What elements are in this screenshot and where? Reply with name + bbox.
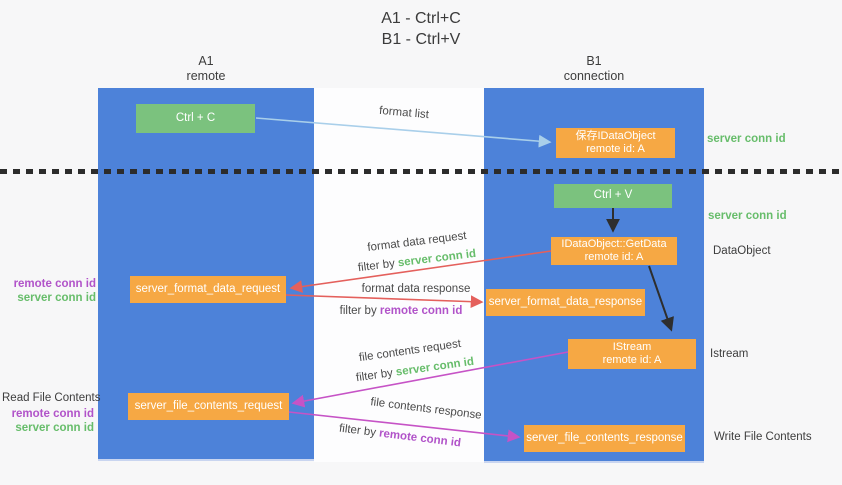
label-bottom-server-conn-id: server conn id [15,421,94,434]
session-divider-dotted-line [0,169,842,174]
node-istream: IStream remote id: A [568,339,696,369]
node-server-file-contents-response-label: server_file_contents_response [526,431,683,444]
title-line-2: B1 - Ctrl+V [381,31,461,48]
node-istream-line2: remote id: A [602,354,662,366]
edge-label-format-data-response-filter: filter by remote conn id [340,305,463,317]
node-istream-line1: IStream [612,340,652,353]
edge-label-format-data-response: format data response [361,283,471,295]
label-mid-server-conn-id: server conn id [17,291,96,304]
node-server-format-data-response-label: server_format_data_response [488,295,643,308]
label-istream: Istream [710,348,749,360]
label-server-conn-id-top: server conn id [707,133,786,145]
node-ctrl-v: Ctrl + V [554,184,672,208]
node-save-idataobject-line2: remote id: A [586,143,645,155]
filter-by-prefix: filter by [339,305,377,317]
diagram-title: A1 - Ctrl+C B1 - Ctrl+V [0,8,842,50]
label-server-conn-id-mid: server conn id [708,210,787,222]
node-ctrl-v-label: Ctrl + V [593,189,633,202]
label-dataobject: DataObject [713,245,771,257]
label-mid-remote-conn-id: remote conn id [13,278,96,290]
node-server-file-contents-request-label: server_file_contents_request [134,399,283,412]
lane-b1-subtitle: connection [563,69,625,83]
lane-a1-title: A1 [198,54,214,68]
node-idataobject-getdata: IDataObject::GetData remote id: A [551,237,677,265]
node-ctrl-c-label: Ctrl + C [175,111,216,124]
node-server-format-data-request-label: server_format_data_request [135,282,281,295]
node-ctrl-c: Ctrl + C [136,104,255,133]
node-server-format-data-response: server_format_data_response [486,289,645,316]
title-line-1: A1 - Ctrl+C [381,10,461,27]
label-write-file-contents: Write File Contents [714,431,812,443]
node-getdata-line2: remote id: A [584,251,644,263]
label-bottom-remote-conn-id: remote conn id [11,408,94,420]
lane-header-a1: A1 remote [98,54,314,84]
node-server-file-contents-request: server_file_contents_request [128,393,289,420]
label-read-file-contents: Read File Contents [2,392,101,404]
node-server-format-data-request: server_format_data_request [130,276,286,303]
node-server-file-contents-response: server_file_contents_response [524,425,685,452]
left-bottom-conn-ids: remote conn id server conn id [0,408,94,435]
left-mid-conn-ids: remote conn id server conn id [0,278,96,305]
node-getdata-line1: IDataObject::GetData [561,237,667,250]
node-save-idataobject-line1: 保存IDataObject [575,129,656,142]
filter-key-remote-conn-id: remote conn id [379,305,463,317]
lane-a1-subtitle: remote [186,69,226,83]
lane-b1-title: B1 [586,54,602,68]
node-save-idataobject: 保存IDataObject remote id: A [556,128,675,158]
lane-header-b1: B1 connection [484,54,704,84]
